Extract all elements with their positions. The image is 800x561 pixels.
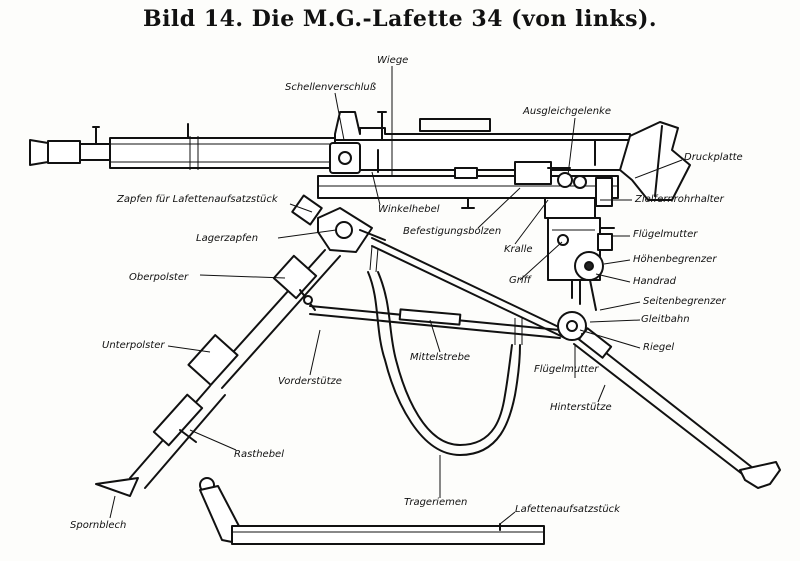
label-zapfen: Zapfen für Lafettenaufsatzstück xyxy=(117,194,278,205)
mount-attachment-piece xyxy=(199,477,545,545)
label-lagerzapfen: Lagerzapfen xyxy=(196,233,259,244)
label-spornblech: Spornblech xyxy=(70,520,127,531)
rear-leg xyxy=(371,237,781,489)
label-riegel: Riegel xyxy=(643,342,675,353)
middle-strut xyxy=(309,305,561,339)
label-handrad: Handrad xyxy=(633,276,676,287)
machine-gun xyxy=(29,111,691,201)
label-unterpolster: Unterpolster xyxy=(102,340,165,351)
label-wiege: Wiege xyxy=(377,55,409,66)
label-hinterstuetze: Hinterstütze xyxy=(550,402,612,413)
label-ausgleichgelenke: Ausgleichgelenke xyxy=(523,106,611,117)
cradle-wiege xyxy=(317,161,619,209)
label-hoehenbegrenzer: Höhenbegrenzer xyxy=(633,254,717,265)
label-fluegelmutter-top: Flügelmutter xyxy=(633,229,698,240)
label-lafettenaufsatzstueck: Lafettenaufsatzstück xyxy=(515,504,620,515)
label-winkelhebel: Winkelhebel xyxy=(378,204,440,215)
carrying-strap xyxy=(367,245,523,456)
label-befestigungsbolzen: Befestigungsbolzen xyxy=(403,226,502,237)
label-zielfernrohrhalter: Zielfernrohrhalter xyxy=(635,194,724,205)
label-oberpolster: Oberpolster xyxy=(129,272,189,283)
leader-lines xyxy=(109,66,683,525)
label-seitenbegrenzer: Seitenbegrenzer xyxy=(643,296,726,307)
label-schellenverschluss: Schellenverschluß xyxy=(285,82,377,93)
label-fluegelmutter-bottom: Flügelmutter xyxy=(534,364,599,375)
label-griff: Griff xyxy=(509,275,531,286)
tripod-head xyxy=(291,194,386,253)
label-druckplatte: Druckplatte xyxy=(684,152,743,163)
elevation-mechanism xyxy=(544,197,615,311)
front-leg xyxy=(95,249,341,497)
label-vorderstuetze: Vorderstütze xyxy=(278,376,342,387)
label-rasthebel: Rasthebel xyxy=(234,449,284,460)
label-kralle: Kralle xyxy=(504,244,533,255)
label-gleitbahn: Gleitbahn xyxy=(641,314,690,325)
figure-title: Bild 14. Die M.G.-Lafette 34 (von links)… xyxy=(142,6,658,32)
label-mittelstrebe: Mittelstrebe xyxy=(410,352,471,363)
label-trageriemen: Trageriemen xyxy=(404,497,468,508)
